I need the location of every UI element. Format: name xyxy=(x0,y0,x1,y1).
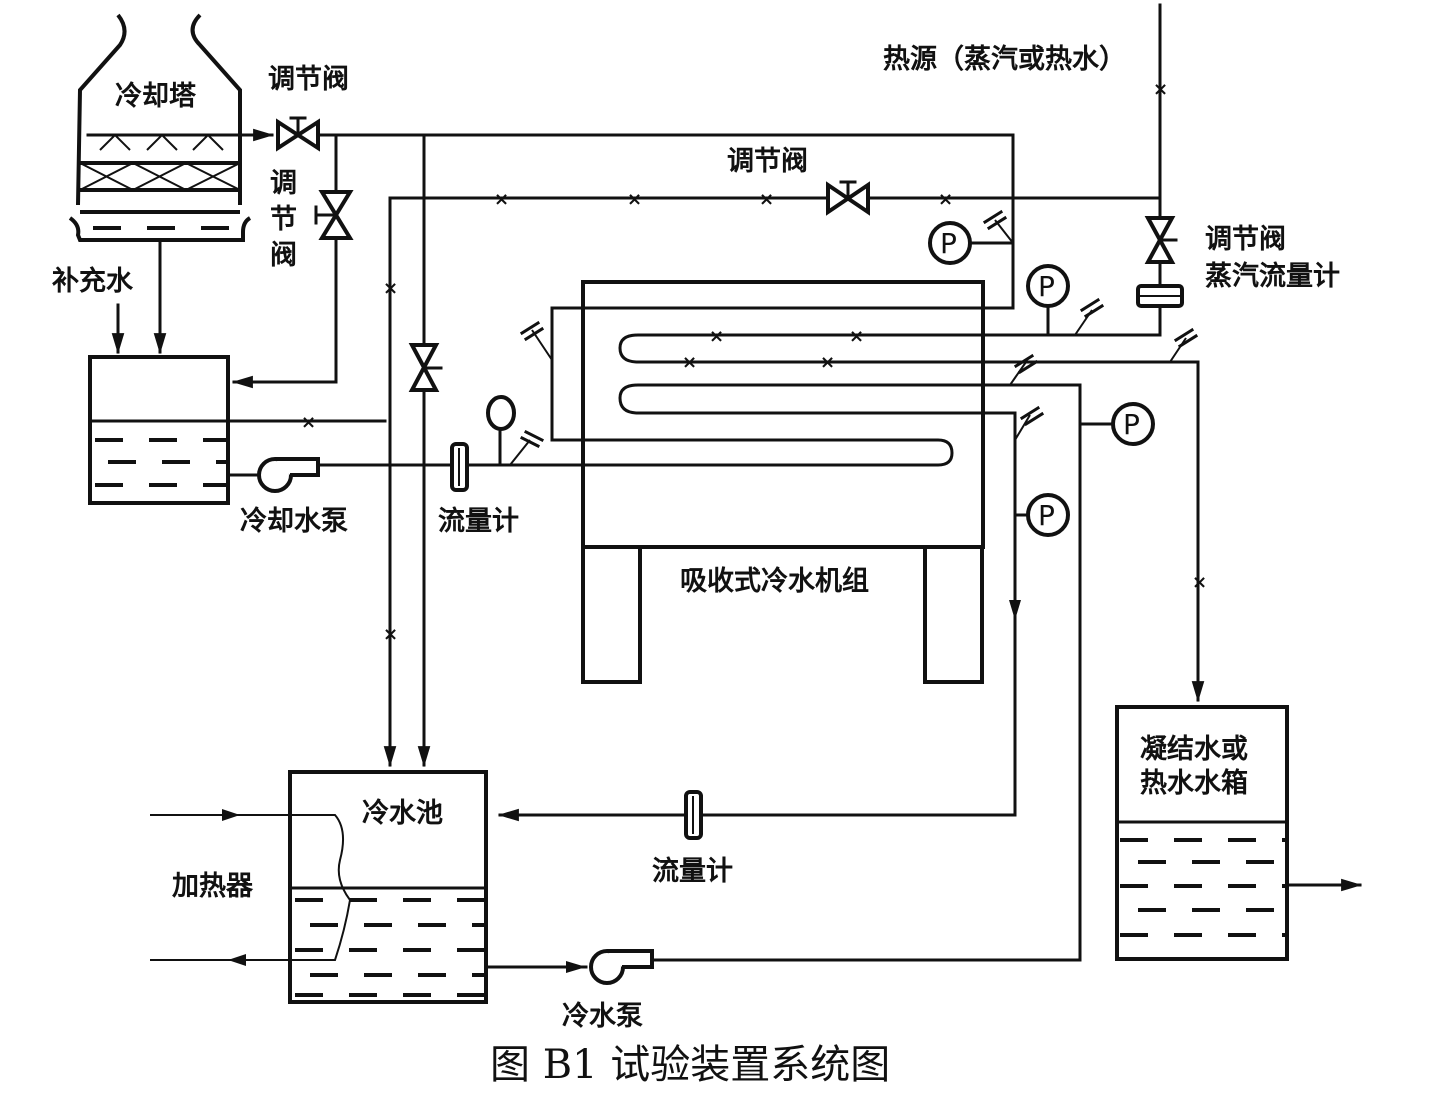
valve-vertical-label-3: 阀 xyxy=(270,240,297,271)
chilled-water-pump[interactable] xyxy=(589,949,654,985)
pressure-gauge-label: P xyxy=(1038,270,1055,303)
cooling-tank-body xyxy=(88,355,230,505)
temp-point: × xyxy=(383,278,398,299)
temp-point: × xyxy=(938,189,953,210)
heater-outlet-arrow xyxy=(228,954,246,966)
steam-line-drain-pipe xyxy=(383,196,502,768)
condensate-tank: 凝结水或 热水水箱 xyxy=(1115,705,1289,961)
temp-point: × xyxy=(383,624,398,645)
thermometer-bulb xyxy=(486,395,516,431)
flow-arrow-right xyxy=(566,961,586,973)
temp-probe-tip xyxy=(1079,297,1105,319)
temp-probe-tip xyxy=(519,429,545,449)
cooling-tower-left-wall xyxy=(76,13,127,206)
chilled-water-return-pipe xyxy=(653,383,1082,962)
control-valve-heat[interactable] xyxy=(1144,216,1178,264)
control-valve-drain[interactable] xyxy=(408,343,443,392)
flowmeter-chilled xyxy=(684,790,703,840)
cooling-water-tank xyxy=(88,355,230,505)
control-valve-bypass[interactable] xyxy=(314,190,354,240)
temp-probe-tip xyxy=(519,320,545,342)
cold-water-pool: 冷水池 xyxy=(150,770,488,1004)
figure-caption: 图 B1 试验装置系统图 xyxy=(490,1042,890,1088)
flowmeter-cooling-label: 流量计 xyxy=(438,506,519,537)
chiller-leg-right xyxy=(923,545,984,684)
temp-point: × xyxy=(759,189,774,210)
cooling-tank-water xyxy=(95,438,228,487)
cooling-tower-right-wall xyxy=(190,13,242,205)
valve-heat-label: 调节阀 xyxy=(1205,224,1286,255)
condensate-drain-pipe xyxy=(983,360,1205,703)
bypass-return-pipe xyxy=(231,238,338,389)
temp-probe xyxy=(1169,337,1187,363)
chiller-label: 吸收式冷水机组 xyxy=(680,565,869,597)
temp-probe-tip xyxy=(1019,405,1045,427)
flowmeter-cooling xyxy=(450,442,469,492)
pressure-gauge-label: P xyxy=(1038,499,1055,532)
temp-point: × xyxy=(1192,572,1207,593)
condensate-tank-water xyxy=(1120,838,1287,937)
heater-coil xyxy=(150,814,352,961)
temp-probe-tip xyxy=(1013,353,1039,375)
cold-pool-label: 冷水池 xyxy=(362,798,443,829)
cooling-tower: 冷却塔 xyxy=(68,13,252,242)
valve-top-label: 调节阀 xyxy=(268,64,349,95)
spray-nozzles xyxy=(99,133,224,151)
chiller-leg-left xyxy=(581,545,642,684)
condensate-tank-label-2: 热水水箱 xyxy=(1140,767,1248,799)
steam-flowmeter-label: 蒸汽流量计 xyxy=(1205,261,1340,292)
temp-probe xyxy=(509,439,531,466)
temp-probe-tip xyxy=(1173,327,1199,349)
absorption-chiller: 吸收式冷水机组 xyxy=(550,280,1082,684)
condensate-tank-body xyxy=(1115,705,1289,961)
makeup-water-label: 补充水 xyxy=(52,265,134,297)
temp-point: × xyxy=(820,352,835,373)
flowmeter-chilled-label: 流量计 xyxy=(652,856,733,887)
heater-inlet-arrow xyxy=(222,809,240,821)
temp-point: × xyxy=(1153,79,1168,100)
temp-point: × xyxy=(627,189,642,210)
heat-source-label: 热源（蒸汽或热水） xyxy=(883,44,1126,75)
pressure-gauge-label: P xyxy=(1123,408,1140,441)
control-valve-steam[interactable] xyxy=(826,180,870,216)
cooling-water-pump[interactable] xyxy=(257,457,320,493)
steam-flowmeter xyxy=(1136,284,1184,308)
temp-probe-tip xyxy=(982,209,1008,231)
cooling-pump-label: 冷却水泵 xyxy=(240,506,348,537)
condenser-crossover xyxy=(550,306,1015,442)
control-valve-top[interactable] xyxy=(276,116,320,152)
valve-vertical-label-2: 节 xyxy=(270,204,297,235)
flow-arrow-down xyxy=(1009,600,1021,620)
valve-steam-label: 调节阀 xyxy=(727,146,808,177)
cooling-tower-label: 冷却塔 xyxy=(115,81,197,112)
fill-media xyxy=(79,162,241,191)
valve-vertical-label-1: 调 xyxy=(270,168,297,199)
condensate-tank-label-1: 凝结水或 xyxy=(1140,734,1248,765)
chilled-pump-label: 冷水泵 xyxy=(562,1001,643,1032)
pressure-gauge-label: P xyxy=(940,227,957,260)
temp-probe xyxy=(1014,414,1031,441)
temp-probe xyxy=(1009,361,1027,386)
temp-point: × xyxy=(709,326,724,347)
temp-point: × xyxy=(682,352,697,373)
temp-probe xyxy=(531,329,553,361)
temp-point: × xyxy=(301,412,316,433)
temp-point: × xyxy=(849,326,864,347)
generator-tube xyxy=(618,333,987,364)
heater-label: 加热器 xyxy=(172,871,254,902)
temp-point: × xyxy=(494,189,509,210)
absorber-tube xyxy=(550,438,954,467)
evaporator-tube xyxy=(618,383,1082,415)
